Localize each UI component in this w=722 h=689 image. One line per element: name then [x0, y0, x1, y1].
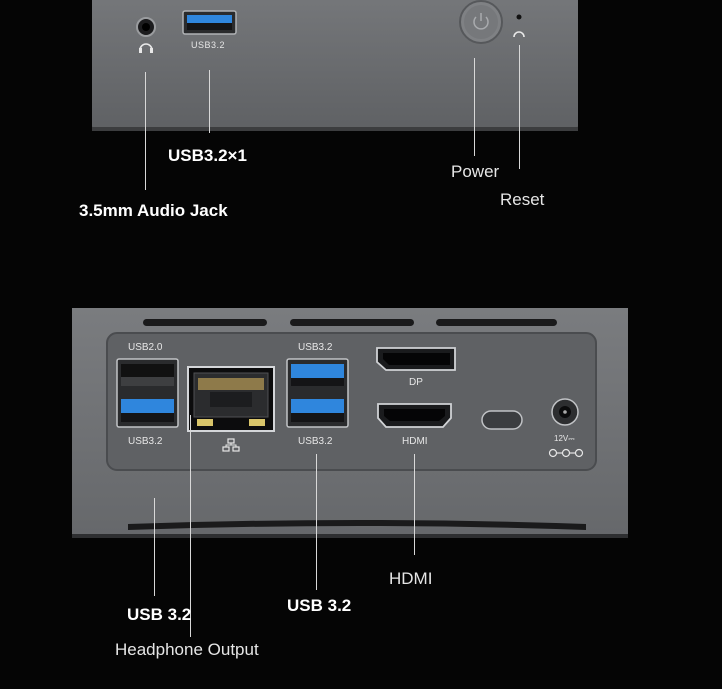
usb-stack-left — [116, 358, 179, 428]
dc-jack — [551, 398, 579, 426]
usb-stack-middle — [286, 358, 349, 428]
leader-line-hdmi — [414, 454, 415, 555]
usb32-left-port-label: USB3.2 — [128, 436, 163, 447]
leader-line-power — [474, 58, 475, 156]
front-usb-port-label: USB3.2 — [191, 40, 226, 50]
usb32-mid-bottom-port-label: USB3.2 — [298, 436, 333, 447]
callout-usb-left: USB 3.2 — [127, 605, 192, 624]
displayport-port — [376, 347, 456, 371]
dp-port-label: DP — [409, 377, 423, 388]
front-usb-port — [182, 10, 237, 35]
leader-line-usb — [209, 70, 210, 133]
leader-line-headphone — [190, 415, 191, 637]
callout-audio-jack: 3.5mm Audio Jack — [79, 201, 228, 220]
leader-line-usb-left — [154, 498, 155, 596]
network-icon — [222, 438, 240, 452]
hdmi-port-label: HDMI — [402, 436, 428, 447]
hdmi-port — [377, 403, 452, 428]
vent-slot — [143, 319, 267, 326]
headphone-icon — [139, 43, 153, 53]
callout-hdmi: HDMI — [389, 569, 433, 588]
callout-power: Power — [451, 162, 500, 181]
power-button — [459, 0, 503, 44]
callout-headphone: Headphone Output — [115, 640, 259, 659]
vent-slot — [436, 319, 557, 326]
power-button-icon — [473, 13, 489, 30]
front-chassis — [92, 0, 578, 130]
dc-polarity-icon — [548, 448, 584, 458]
callout-usb: USB3.2×1 — [168, 146, 247, 165]
audio-jack — [136, 17, 156, 37]
reset-hole — [516, 14, 522, 20]
dc-voltage-label: 12V⎓ — [554, 434, 575, 443]
callout-usb-mid: USB 3.2 — [287, 596, 352, 615]
leader-line-usb-mid — [316, 454, 317, 590]
io-plate — [106, 332, 597, 471]
leader-line-reset — [519, 45, 520, 169]
callout-reset: Reset — [500, 190, 545, 209]
usb32-mid-top-port-label: USB3.2 — [298, 342, 333, 353]
usb20-port-label: USB2.0 — [128, 342, 163, 353]
rear-pill-button — [481, 410, 523, 430]
rear-panel — [72, 308, 628, 538]
leader-line-audio — [145, 72, 146, 190]
vent-slot — [290, 319, 414, 326]
front-panel — [92, 0, 578, 131]
ethernet-port-icon — [187, 366, 275, 432]
reset-hole-icon — [513, 31, 525, 38]
